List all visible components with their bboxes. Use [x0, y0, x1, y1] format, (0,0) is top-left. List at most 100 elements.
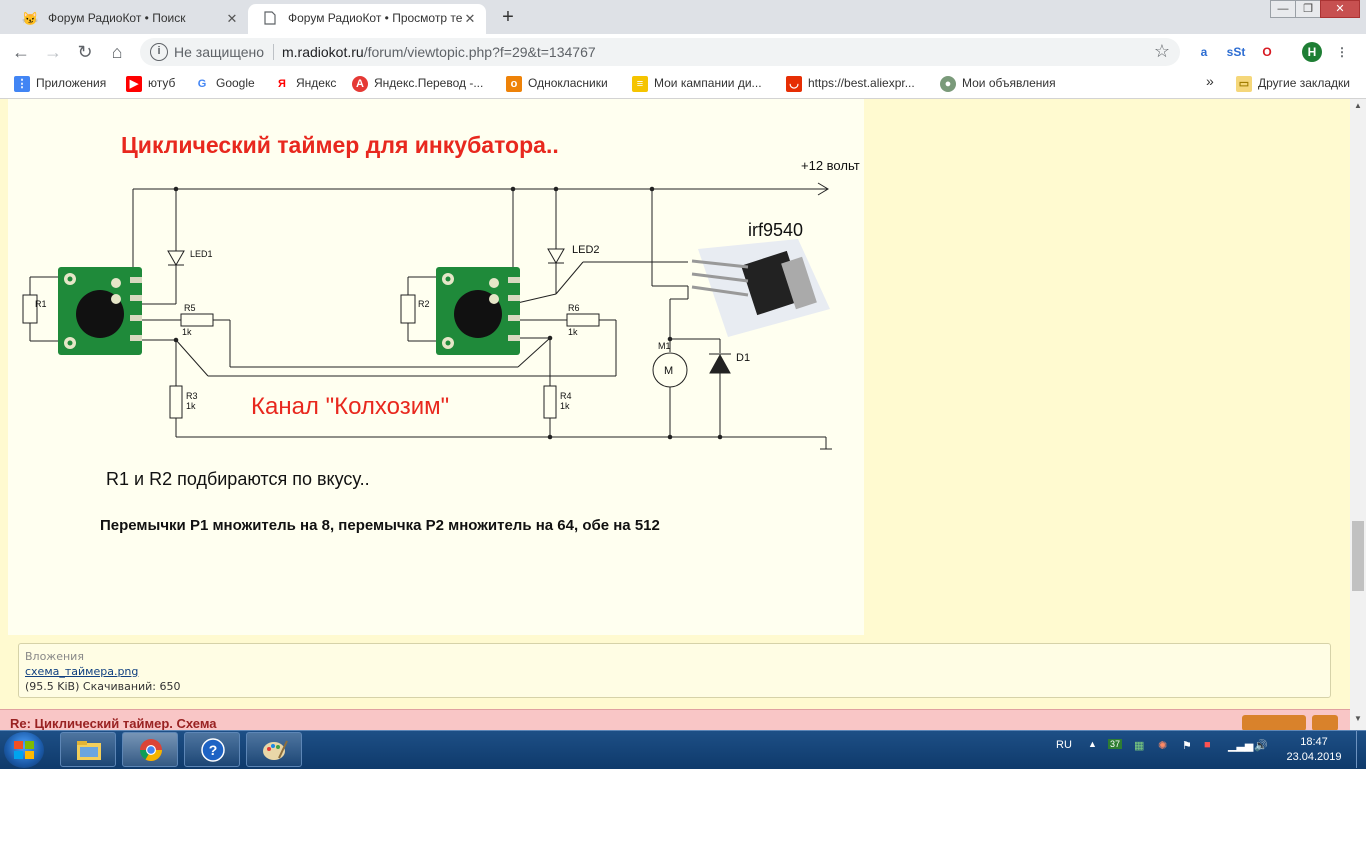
- jumper-note: Перемычки Р1 множитель на 8, перемычка Р…: [100, 517, 660, 534]
- address-bar[interactable]: i Не защищено m.radiokot.ru/forum/viewto…: [140, 38, 1180, 66]
- tray-security-icon[interactable]: ■: [1204, 739, 1211, 751]
- security-label[interactable]: Не защищено: [174, 44, 264, 60]
- yandex-icon: Я: [274, 76, 290, 92]
- opera-icon[interactable]: O: [1262, 45, 1272, 59]
- back-button[interactable]: ←: [12, 42, 30, 62]
- svg-text:1k: 1k: [560, 401, 570, 411]
- taskbar-chrome[interactable]: [122, 732, 178, 767]
- attachment-info: (95.5 KiB) Скачиваний: 650: [25, 680, 181, 693]
- svg-text:M: M: [664, 365, 673, 377]
- language-indicator[interactable]: RU: [1056, 739, 1072, 751]
- bookmark-campaigns[interactable]: ≡Мои кампании ди...: [632, 76, 762, 92]
- profile-avatar[interactable]: H: [1302, 42, 1322, 62]
- tab-title: Форум РадиоКот • Просмотр те: [288, 11, 463, 25]
- scroll-thumb[interactable]: [1352, 521, 1364, 591]
- page-content: LED1 LED2 R1 R2 R5 1k R6 1k R3 1k R4 1k …: [0, 99, 1350, 730]
- bookmark-star-icon[interactable]: ☆: [1153, 41, 1170, 61]
- minimize-button[interactable]: —: [1270, 0, 1296, 18]
- tab-search[interactable]: 😼 Форум РадиоКот • Поиск ✕: [8, 4, 248, 34]
- start-button[interactable]: [4, 732, 44, 768]
- resistor-note: R1 и R2 подбираются по вкусу..: [106, 469, 370, 489]
- next-post-title[interactable]: Re: Циклический таймер. Схема: [10, 716, 217, 730]
- paint-icon: [263, 740, 288, 760]
- schematic-title: Циклический таймер для инкубатора..: [121, 132, 559, 158]
- youtube-icon: ▶: [126, 76, 142, 92]
- svg-text:R3: R3: [186, 391, 198, 401]
- tray-sync-icon[interactable]: ✺: [1158, 740, 1168, 752]
- info-icon[interactable]: i: [150, 43, 168, 61]
- mosfet-label: irf9540: [748, 220, 804, 240]
- forward-button[interactable]: →: [44, 42, 62, 62]
- supply-label: +12 вольт: [801, 158, 860, 173]
- home-button[interactable]: ⌂: [111, 42, 123, 62]
- explorer-icon: [77, 741, 101, 760]
- svg-text:M1: M1: [658, 341, 671, 351]
- taskbar-help[interactable]: ?: [184, 732, 240, 767]
- tray-app-icon[interactable]: ▦: [1134, 740, 1145, 752]
- page-icon: [262, 11, 278, 27]
- volume-icon[interactable]: 🔊: [1254, 740, 1268, 752]
- post-image: LED1 LED2 R1 R2 R5 1k R6 1k R3 1k R4 1k …: [8, 99, 864, 635]
- post-action-button[interactable]: [1312, 715, 1338, 730]
- bookmark-aliexpress[interactable]: ◡https://best.aliexpr...: [786, 76, 915, 92]
- maximize-button[interactable]: ❐: [1295, 0, 1321, 18]
- url-text[interactable]: m.radiokot.ru/forum/viewtopic.php?f=29&t…: [282, 44, 596, 60]
- ok-icon: о: [506, 76, 522, 92]
- a-icon[interactable]: a: [1200, 45, 1208, 59]
- browser-toolbar: ← → ↻ ⌂ i Не защищено m.radiokot.ru/foru…: [0, 34, 1366, 70]
- bookmarks-overflow[interactable]: »: [1206, 73, 1214, 89]
- windows-taskbar: ? RU ▲ 37 ▦ ✺ ⚑ ■ ▁▃▅ 🔊 18:47 23.04.2019: [0, 730, 1366, 769]
- translate-icon: A: [352, 76, 368, 92]
- campaign-icon: ≡: [632, 76, 648, 92]
- mosfet-photo: [691, 239, 830, 337]
- scroll-up-arrow[interactable]: ▲: [1354, 101, 1362, 110]
- show-desktop-button[interactable]: [1356, 731, 1366, 768]
- action-center-flag-icon[interactable]: ⚑: [1182, 740, 1192, 752]
- channel-label: Канал "Колхозим": [251, 393, 450, 420]
- omnibox-divider: [273, 44, 274, 60]
- tab-viewtopic[interactable]: Форум РадиоКот • Просмотр те ✕: [248, 4, 486, 34]
- attachments-box: Вложения схема_таймера.png (95.5 KiB) Ск…: [18, 643, 1331, 698]
- menu-icon[interactable]: ⋮: [1336, 45, 1348, 59]
- ads-icon: ●: [940, 76, 956, 92]
- vertical-scrollbar[interactable]: ▲ ▼: [1350, 99, 1366, 730]
- tray-badge-icon[interactable]: 37: [1108, 739, 1123, 749]
- svg-text:R5: R5: [184, 303, 196, 313]
- svg-text:LED1: LED1: [190, 249, 213, 259]
- taskbar-paint[interactable]: [246, 732, 302, 767]
- help-icon: ?: [201, 738, 225, 762]
- sst-icon[interactable]: sSt: [1226, 45, 1246, 59]
- close-window-button[interactable]: ✕: [1320, 0, 1360, 18]
- svg-text:R1: R1: [35, 299, 47, 309]
- close-icon[interactable]: ✕: [464, 11, 476, 26]
- folder-icon: ▭: [1236, 76, 1252, 92]
- svg-text:1k: 1k: [182, 327, 192, 337]
- tab-strip: 😼 Форум РадиоКот • Поиск ✕ Форум РадиоКо…: [0, 0, 1366, 34]
- taskbar-explorer[interactable]: [60, 732, 116, 767]
- attachment-link[interactable]: схема_таймера.png: [25, 665, 139, 678]
- new-tab-button[interactable]: +: [502, 6, 514, 28]
- apps-grid-icon: ⋮: [14, 76, 30, 92]
- bookmark-ads[interactable]: ●Мои объявления: [940, 76, 1056, 92]
- tab-title: Форум РадиоКот • Поиск: [48, 11, 186, 25]
- quote-button[interactable]: [1242, 715, 1306, 730]
- timer-module-1: [58, 267, 142, 355]
- network-signal-icon[interactable]: ▁▃▅: [1228, 740, 1254, 752]
- show-hidden-icons[interactable]: ▲: [1088, 739, 1097, 749]
- reload-button[interactable]: ↻: [77, 42, 93, 62]
- svg-text:D1: D1: [736, 352, 750, 364]
- system-clock[interactable]: 18:47 23.04.2019: [1284, 735, 1344, 765]
- bookmark-youtube[interactable]: ▶ютуб: [126, 76, 175, 92]
- google-icon: G: [194, 76, 210, 92]
- bookmark-other[interactable]: ▭Другие закладки: [1236, 76, 1350, 92]
- scroll-down-arrow[interactable]: ▼: [1354, 714, 1362, 723]
- windows-logo-icon: [14, 741, 34, 759]
- aliexpress-icon: ◡: [786, 76, 802, 92]
- close-icon[interactable]: ✕: [226, 11, 238, 26]
- bookmark-apps[interactable]: ⋮Приложения: [14, 76, 106, 92]
